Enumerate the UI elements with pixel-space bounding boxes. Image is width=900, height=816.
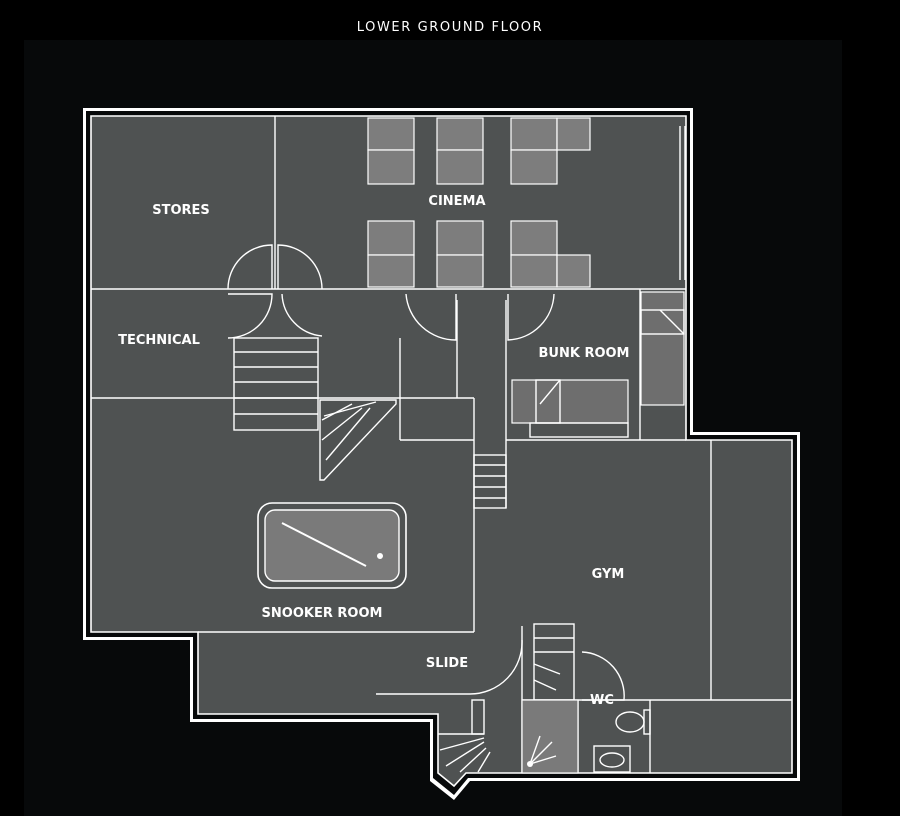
room-label-gym: GYM bbox=[592, 567, 625, 582]
stairs-hall bbox=[473, 454, 507, 509]
stairs-technical bbox=[233, 337, 397, 481]
room-label-technical: TECHNICAL bbox=[118, 333, 200, 348]
shower bbox=[521, 699, 579, 774]
room-label-snooker-room: SNOOKER ROOM bbox=[262, 606, 383, 621]
bunk-beds bbox=[511, 291, 685, 438]
doors bbox=[227, 244, 625, 701]
stairs-bottom bbox=[438, 699, 491, 773]
snooker-table bbox=[257, 502, 407, 589]
room-label-wc: WC bbox=[590, 693, 614, 708]
wc-fixtures bbox=[593, 709, 651, 773]
room-label-bunk-room: BUNK ROOM bbox=[539, 346, 630, 361]
room-label-stores: STORES bbox=[152, 203, 210, 218]
room-label-cinema: CINEMA bbox=[428, 194, 485, 209]
cinema-seating bbox=[367, 117, 591, 288]
page-title: LOWER GROUND FLOOR bbox=[356, 20, 544, 35]
room-label-slide: SLIDE bbox=[426, 656, 468, 671]
